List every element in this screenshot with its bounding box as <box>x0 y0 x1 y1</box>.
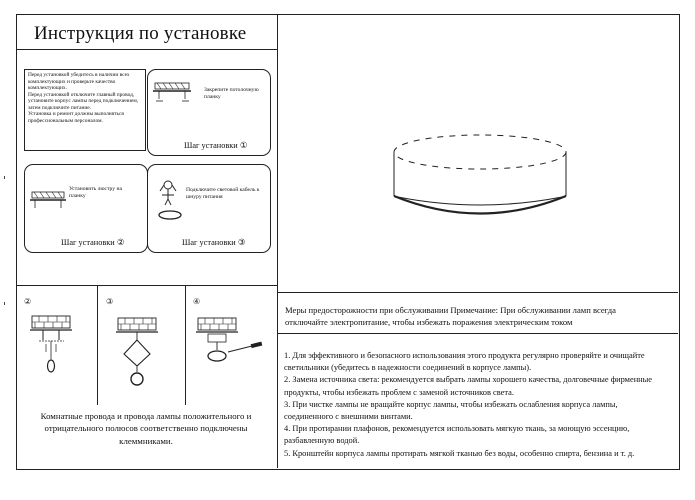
wire-connector-icon <box>158 180 182 220</box>
right-divider-lower <box>277 333 678 334</box>
panel-number-4: ④ <box>193 297 201 306</box>
lamp-illustration <box>393 134 567 215</box>
page-title: Инструкция по установке <box>34 23 247 44</box>
panel-number-3: ③ <box>106 297 114 306</box>
step1-instruction: Закрепите потолочную планку <box>204 87 259 100</box>
step2-instruction: Установить люстру на планку <box>69 186 122 199</box>
panel-divider-2 <box>185 285 186 405</box>
maintenance-item: 4. При протирании плафонов, рекомендуетс… <box>284 424 630 446</box>
precautions-note: Меры предосторожности при обслуживании П… <box>285 305 616 328</box>
steps-bottom-divider <box>16 285 277 286</box>
instruction-sheet <box>16 14 680 470</box>
title-underline <box>16 49 277 50</box>
maintenance-item: 2. Замена источника света: рекомендуется… <box>284 375 653 397</box>
step2-label: Шаг установки ② <box>61 238 125 247</box>
warning-box: Перед установкой убедитесь в наличии все… <box>24 69 146 151</box>
wiring-note: Комнатные провода и провода лампы положи… <box>40 411 252 446</box>
step1-box: Закрепите потолочную планку Шаг установк… <box>147 69 271 156</box>
lamp-ring-icon <box>30 191 66 208</box>
maintenance-item: 5. Кронштейн корпуса лампы протирать мяг… <box>284 448 635 458</box>
ceiling-plate-icon <box>153 82 191 102</box>
step1-label: Шаг установки ① <box>184 141 248 150</box>
panel-number-2: ② <box>24 297 32 306</box>
ring-hanging-icon <box>116 317 158 386</box>
maintenance-list: 1. Для эффективного и безопасного исполь… <box>284 350 668 460</box>
maintenance-item: 1. Для эффективного и безопасного исполь… <box>284 351 645 373</box>
step2-box: Установить люстру на планку Шаг установк… <box>24 164 148 253</box>
right-divider-upper <box>277 292 678 293</box>
terminal-block-icon <box>30 315 72 373</box>
scan-mark <box>4 302 5 305</box>
screwdriver-icon <box>196 317 263 362</box>
step3-instruction: Подключите световой кабель к шнуру питан… <box>186 187 260 200</box>
maintenance-item: 3. При чистке лампы не вращайте корпус л… <box>284 399 618 422</box>
step3-label: Шаг установки ③ <box>182 238 246 247</box>
panel-divider-1 <box>97 285 98 405</box>
scan-mark <box>4 176 5 179</box>
warning-text: Перед установкой убедитесь в наличии все… <box>28 72 139 124</box>
step3-box: Подключите световой кабель к шнуру питан… <box>147 164 271 253</box>
center-divider <box>277 14 278 468</box>
